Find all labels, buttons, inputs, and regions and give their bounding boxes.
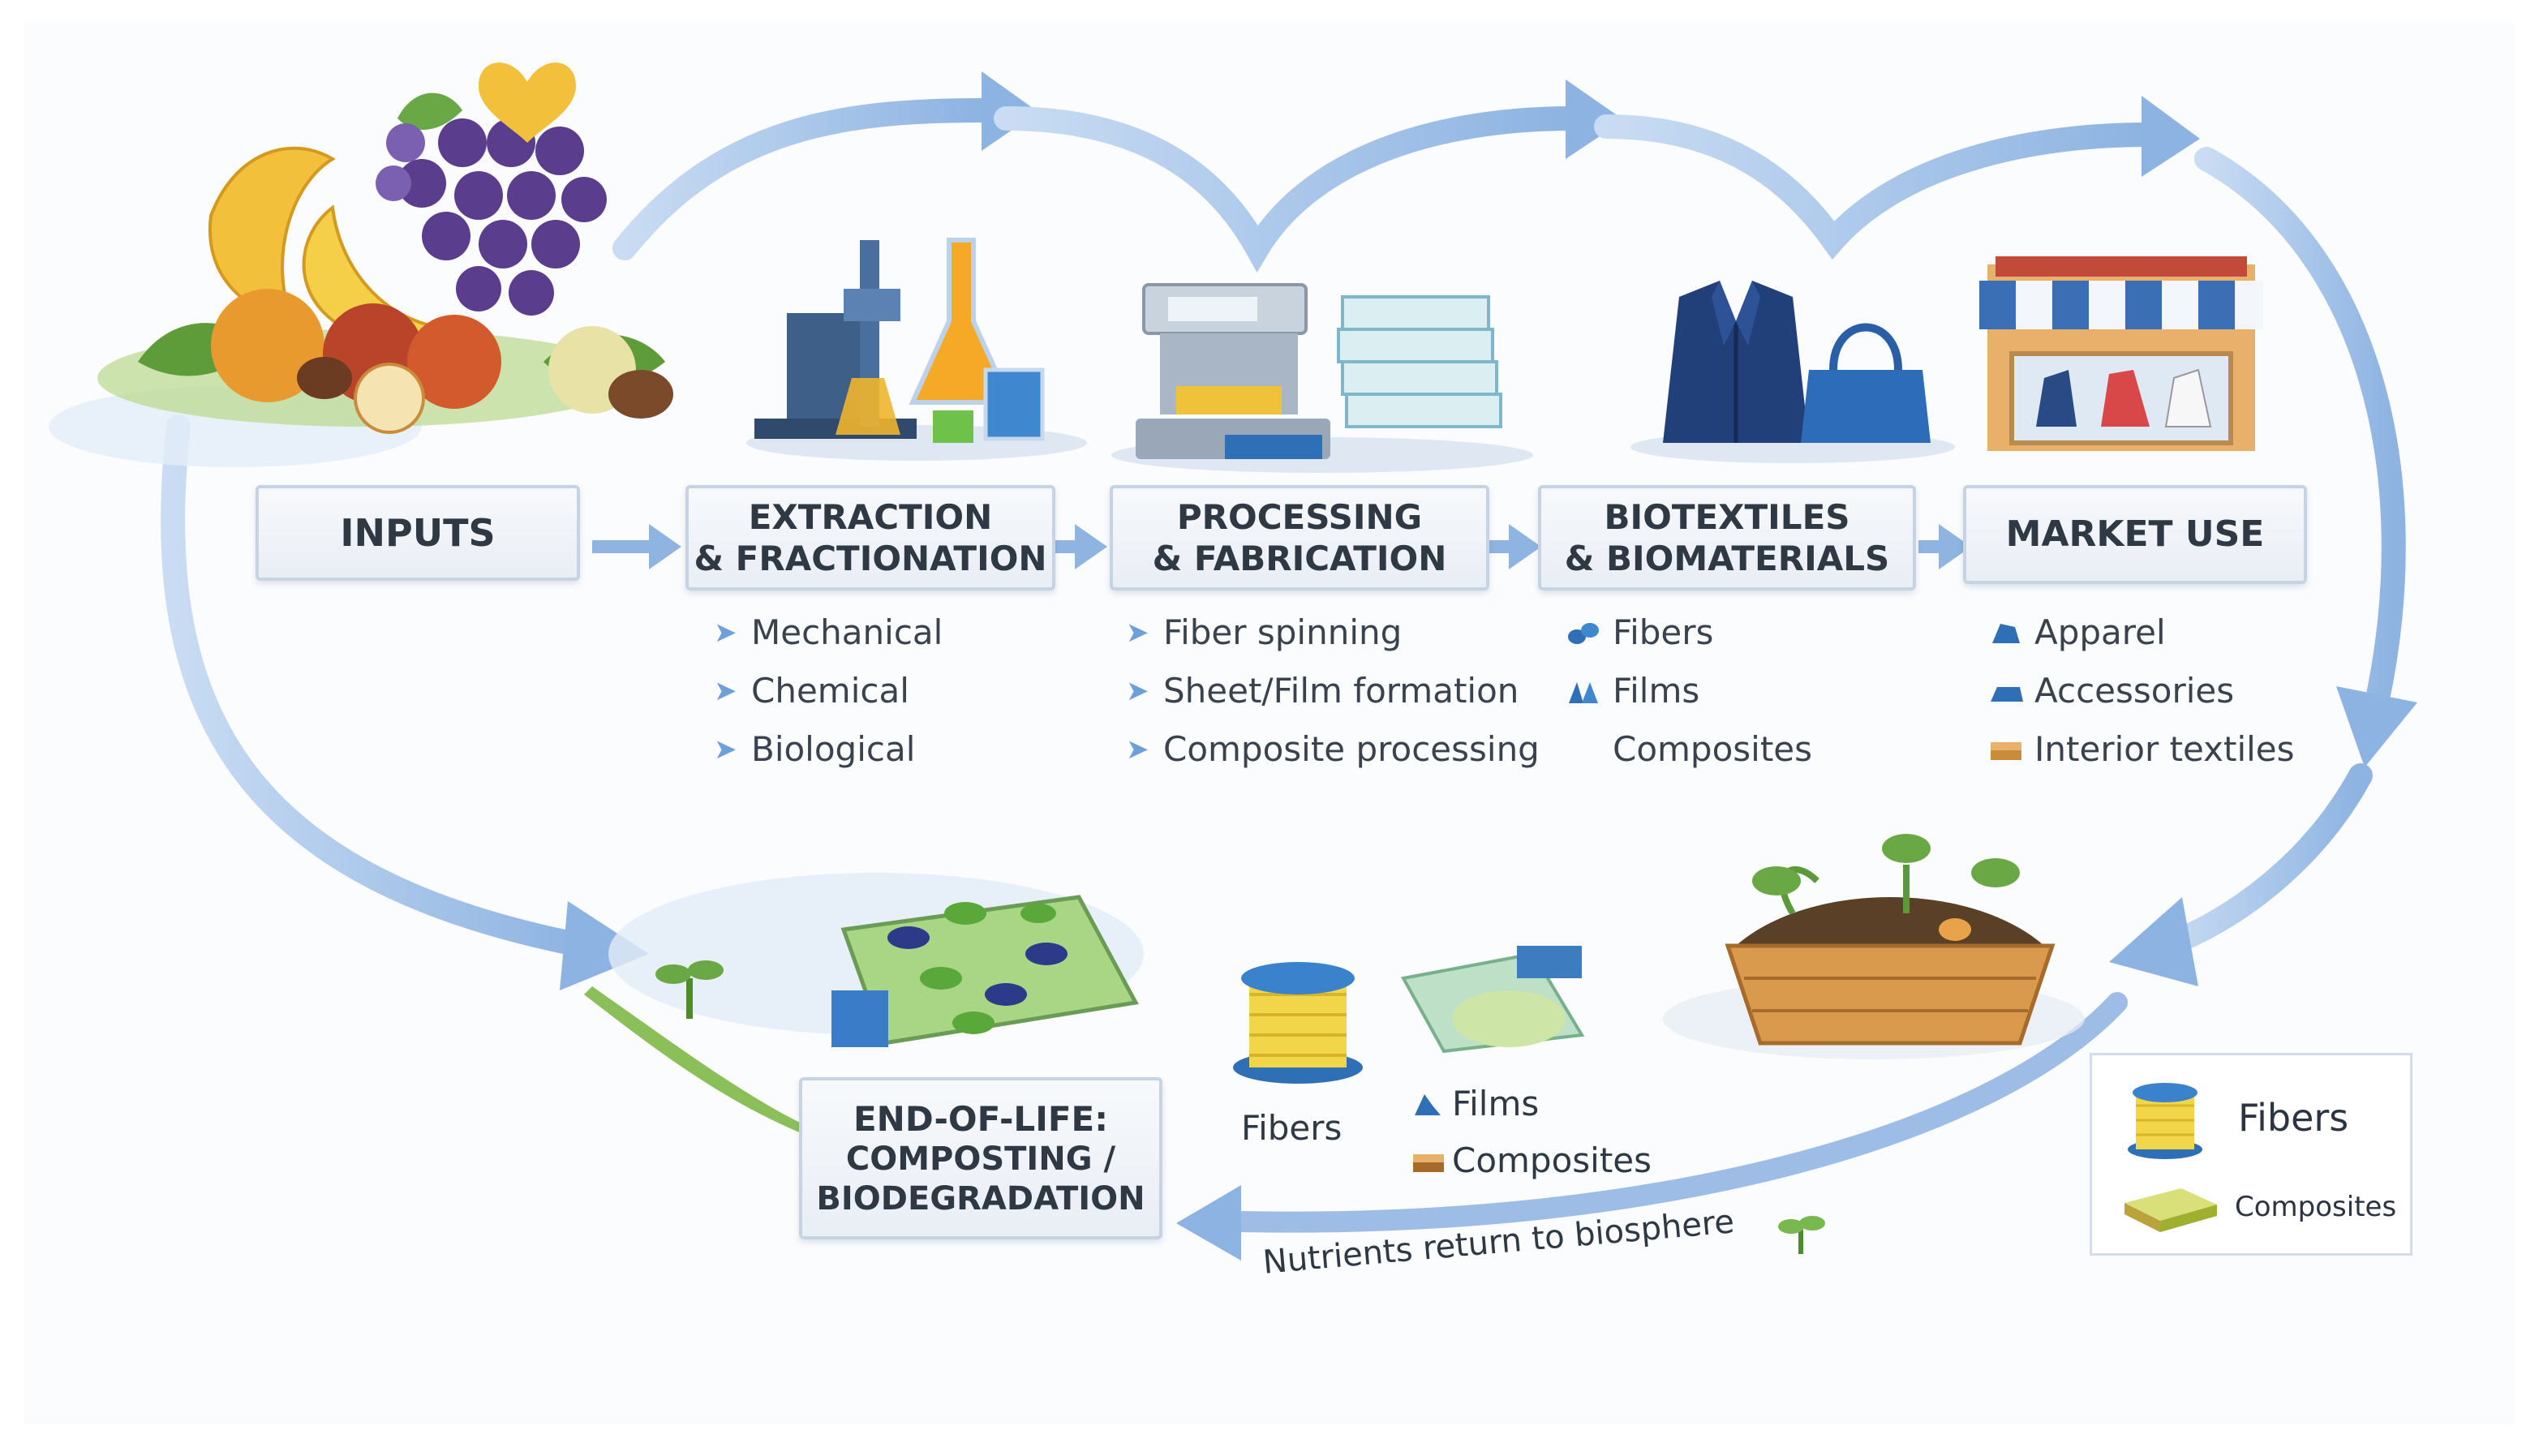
connector-4: [1918, 540, 1943, 553]
legend-composites-label: Composites: [2235, 1191, 2397, 1223]
processing-methods-list: ➤Fiber spinning ➤Sheet/Film formation ➤C…: [1126, 603, 1540, 779]
legend-item-fibers: Fibers: [2124, 1073, 2348, 1162]
chevron-right-icon: ➤: [1126, 616, 1149, 649]
list-item: Films: [1566, 662, 1812, 720]
laboratory-flask-icon: [746, 238, 1087, 461]
apparel-icon: [1987, 619, 2034, 646]
return-arc-head: [1176, 1185, 1241, 1261]
eol-fibers-label: Fibers: [1241, 1108, 1343, 1148]
stage-eol-line2: COMPOSTING /: [845, 1140, 1116, 1178]
eol-composites-label: Composites: [1411, 1140, 1652, 1180]
chevron-right-icon: ➤: [714, 733, 737, 766]
list-item: ➤Mechanical: [714, 603, 943, 662]
stage-extraction: EXTRACTION & FRACTIONATION: [685, 485, 1055, 591]
jacket-and-bag-icon: [1630, 281, 1955, 463]
interior-textiles-icon: [1987, 736, 2034, 763]
film-icon: [1411, 1091, 1452, 1117]
composite-icon: [1411, 1148, 1452, 1174]
stage-biotextiles-line1: BIOTEXTILES: [1604, 496, 1850, 537]
return-arc: [1231, 992, 2128, 1233]
stage-market-title: MARKET USE: [2005, 513, 2265, 556]
list-item: ➤Fiber spinning: [1126, 603, 1540, 662]
top-arc-3: [1594, 114, 2162, 260]
stage-inputs: INPUTS: [256, 485, 580, 581]
stage-extraction-line2: & FRACTIONATION: [694, 539, 1047, 578]
connector-4-head: [1939, 524, 1971, 569]
list-item: Fibers: [1566, 603, 1812, 662]
stage-processing-line2: & FABRICATION: [1152, 539, 1447, 578]
stage-end-of-life: END-OF-LIFE: COMPOSTING / BIODEGRADATION: [799, 1077, 1162, 1239]
diagram-canvas: INPUTS EXTRACTION & FRACTIONATION PROCES…: [24, 21, 2515, 1424]
stage-processing-line1: PROCESSING: [1176, 496, 1423, 537]
stage-market: MARKET USE: [1963, 485, 2307, 584]
extraction-methods-list: ➤Mechanical ➤Chemical ➤Biological: [714, 603, 943, 779]
sprout-icon: [655, 960, 1825, 1254]
list-item: ➤Chemical: [714, 662, 943, 720]
fiber-spool-icon: [2128, 1083, 2202, 1159]
compost-arc: [2154, 763, 2373, 958]
eol-films-label: Films: [1411, 1084, 1539, 1123]
connector-2-head: [1075, 524, 1107, 569]
connector-2: [1055, 540, 1079, 553]
list-item: Accessories: [1987, 662, 2295, 720]
chevron-right-icon: ➤: [714, 675, 737, 707]
top-arc-1: [612, 98, 994, 260]
chevron-right-icon: ➤: [1126, 675, 1149, 707]
connector-1: [592, 540, 657, 553]
list-item: Apparel: [1987, 603, 2295, 662]
market-uses-list: Apparel Accessories Interior textiles: [1987, 603, 2295, 779]
stage-extraction-line1: EXTRACTION: [748, 496, 993, 537]
fabrication-machine-icon: [1111, 283, 1533, 473]
fruit-basket-icon: [97, 62, 673, 434]
connector-3-head: [1509, 524, 1541, 569]
list-item: ➤Biological: [714, 720, 943, 779]
stage-eol-line1: END-OF-LIFE:: [853, 1098, 1108, 1139]
biotextiles-types-list: Fibers Films Composites: [1566, 603, 1812, 779]
list-item: ➤Sheet/Film formation: [1126, 662, 1540, 720]
composite-block-icon: [2124, 1188, 2217, 1232]
fiber-icon: [1566, 619, 1613, 646]
grass-slope: [584, 986, 803, 1134]
fiber-spool-icon: [1233, 946, 1585, 1084]
right-arc: [2194, 147, 2406, 715]
top-arc-2-head: [1566, 79, 1624, 159]
legend-fibers-label: Fibers: [2238, 1096, 2349, 1140]
legend-box: Fibers Composites: [2090, 1053, 2412, 1256]
chevron-right-icon: ➤: [714, 616, 737, 649]
compost-arc-head: [2109, 897, 2198, 986]
stage-biotextiles: BIOTEXTILES & BIOMATERIALS: [1538, 485, 1916, 591]
stage-inputs-title: INPUTS: [340, 510, 496, 555]
chevron-right-icon: ➤: [1126, 733, 1149, 766]
connector-1-head: [649, 524, 681, 569]
top-arc-3-head: [2142, 96, 2200, 177]
stage-processing: PROCESSING & FABRICATION: [1110, 485, 1489, 591]
legend-item-composites: Composites: [2116, 1179, 2396, 1235]
top-arc-2: [994, 106, 1586, 273]
biofilm-sheet-icon: [831, 895, 1139, 1047]
right-arc-head: [2336, 686, 2417, 767]
left-arc: [161, 414, 596, 958]
list-item: Composites: [1613, 729, 1813, 769]
list-item: ➤Composite processing: [1126, 720, 1540, 779]
connector-3: [1489, 540, 1513, 553]
stage-biotextiles-line2: & BIOMATERIALS: [1564, 539, 1890, 578]
stage-eol-line3: BIODEGRADATION: [816, 1179, 1145, 1218]
film-icon: [1566, 677, 1613, 705]
accessories-icon: [1987, 677, 2034, 705]
compost-basket-icon: [1725, 834, 2056, 1046]
left-arc-head: [560, 901, 649, 990]
list-item: Interior textiles: [1987, 720, 2295, 779]
storefront-icon: [1979, 256, 2263, 451]
